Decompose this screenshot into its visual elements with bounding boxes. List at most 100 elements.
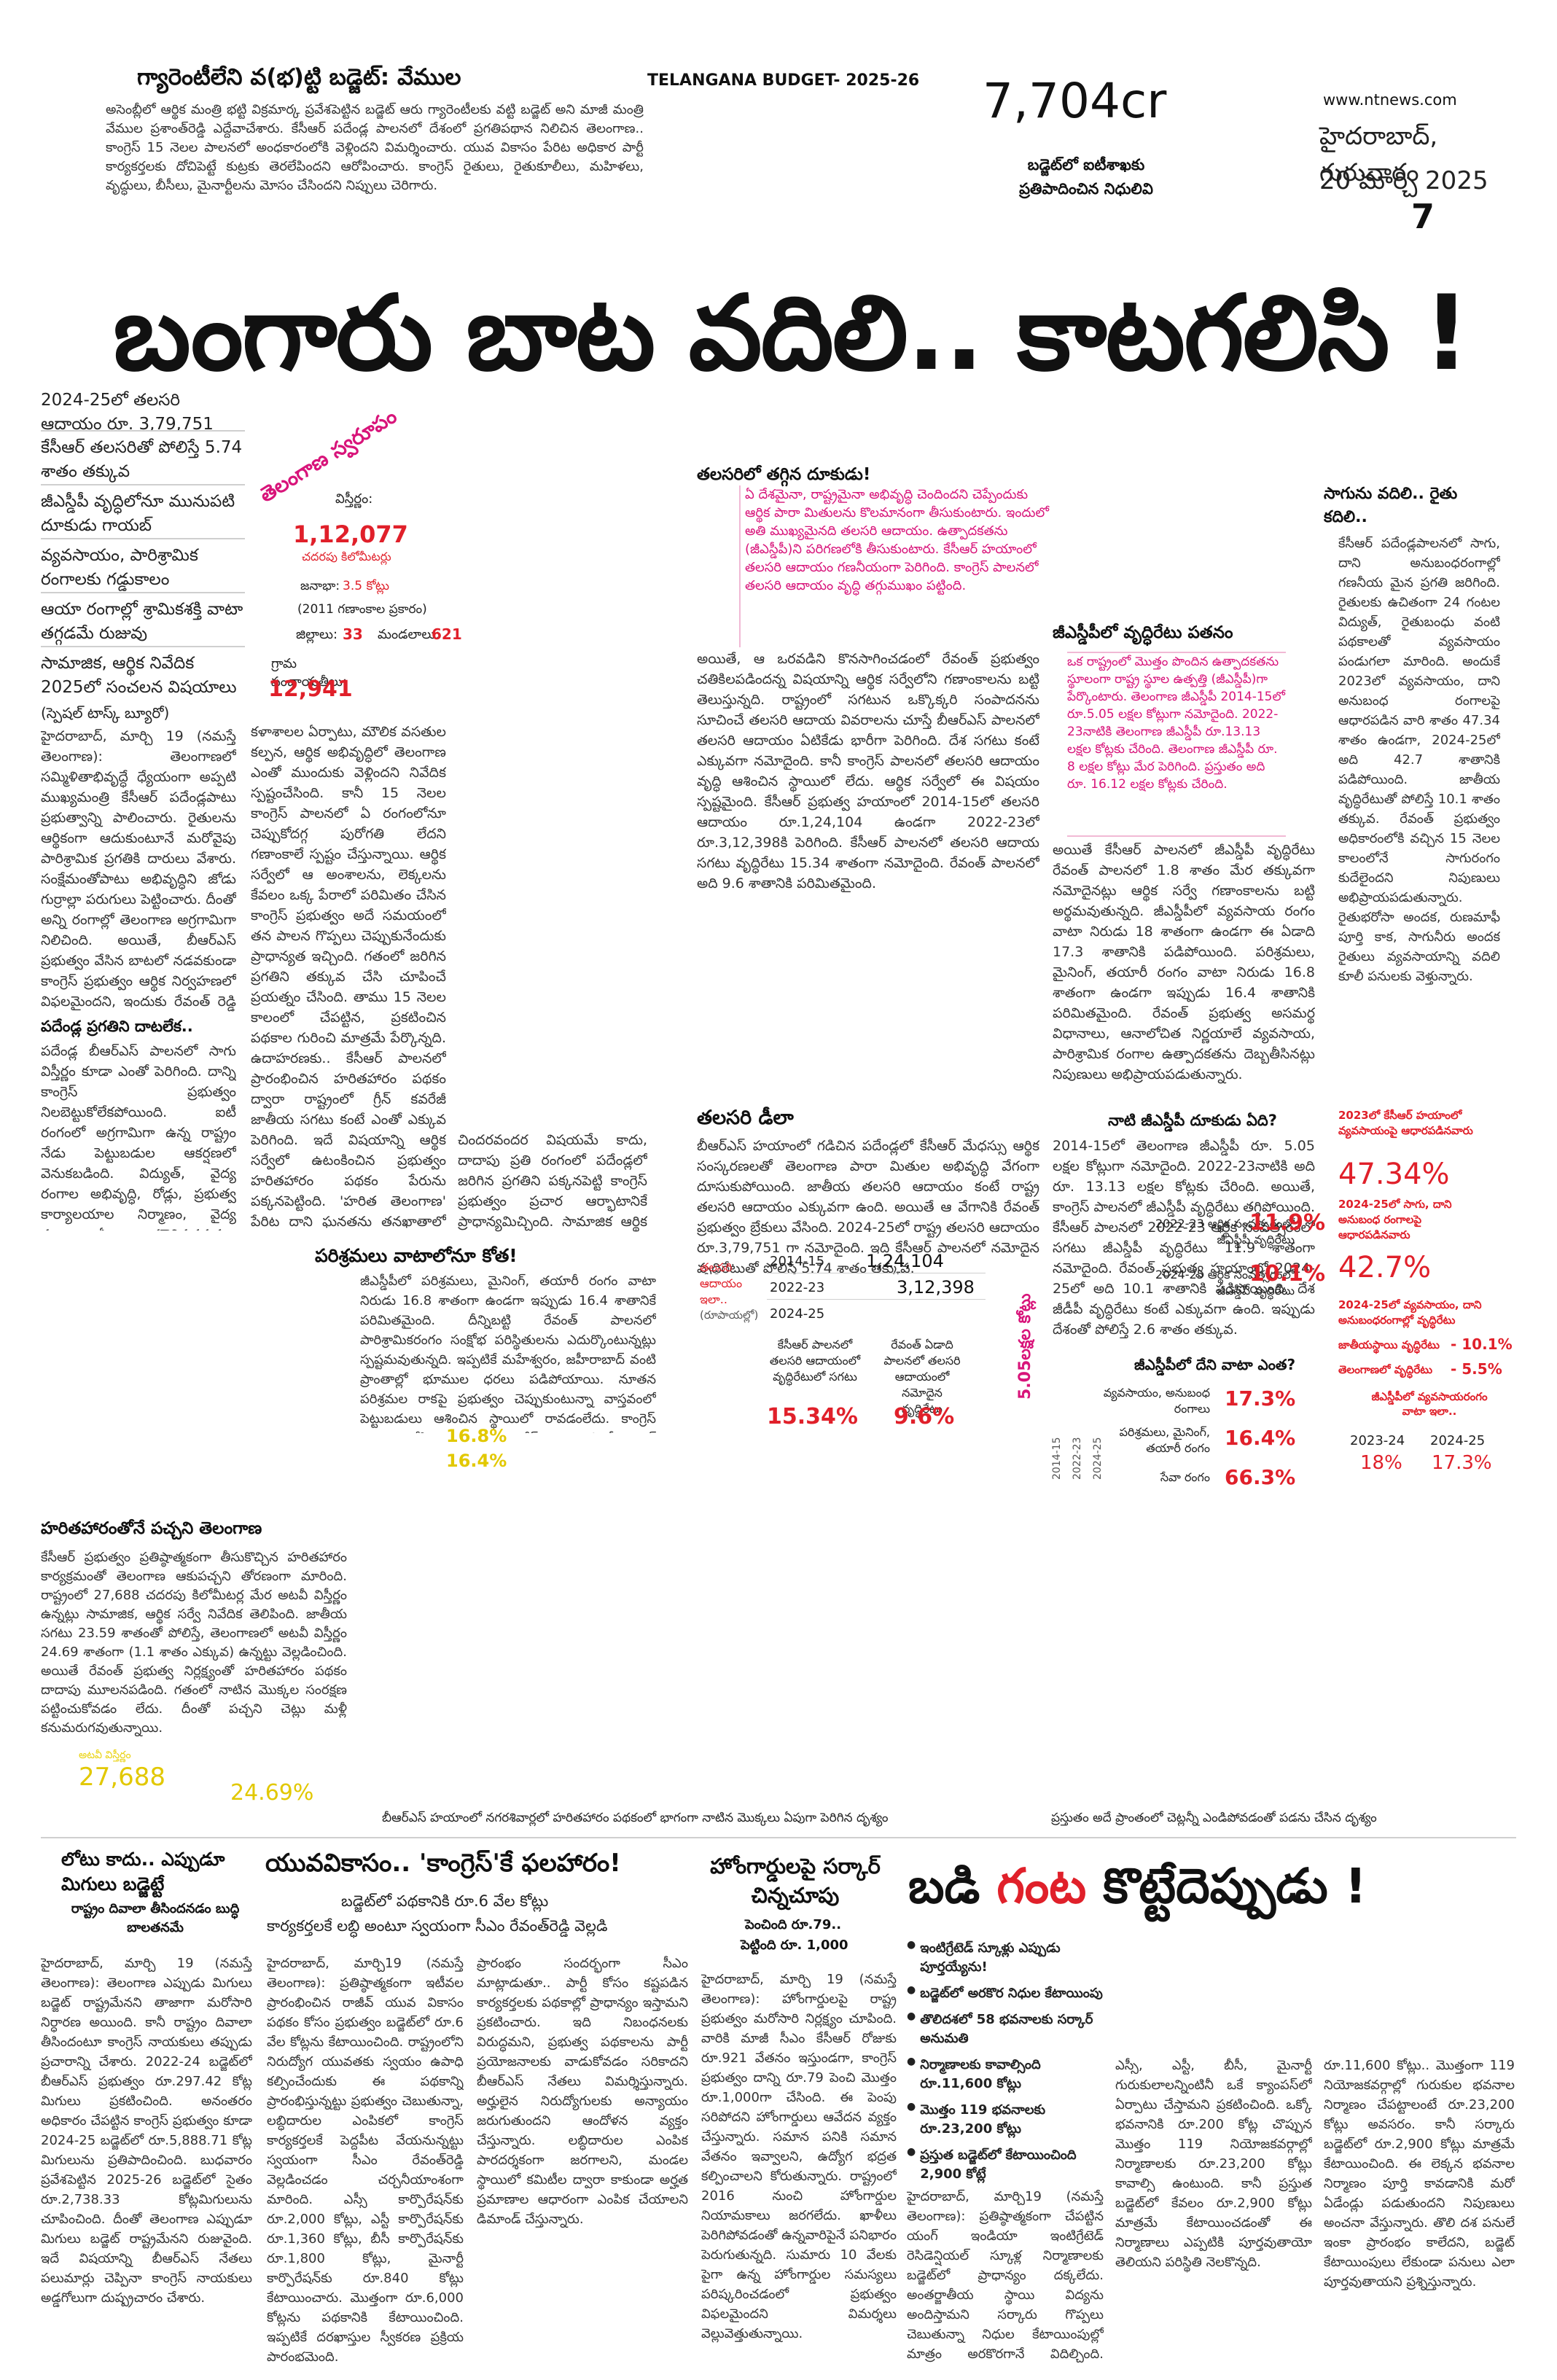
pc-value-0: 1,24,104 xyxy=(866,1251,944,1271)
photo-caption-right: ప్రస్తుతం అదే ప్రాంతంలో చెట్లన్నీ ఎండిపో… xyxy=(1051,1811,1377,1825)
pc-value-1: 3,12,398 xyxy=(897,1277,975,1298)
bottom2-sub1: బడ్జెట్‌లో పథకానికి రూ.6 వేల కోట్లు xyxy=(341,1892,549,1910)
sector-value-0: 17.3% xyxy=(1225,1386,1296,1411)
bullet-item: ● ఇంటిగ్రేటెడ్ స్కూళ్లు ఎప్పుడు పూర్తయ్యే… xyxy=(907,1939,1104,1977)
gsdp-row1-label: 2022-23 ఆర్థిక సంవత్సరంలో జీఎస్డీపీ వృద్… xyxy=(1155,1217,1299,1246)
revanth-pc-value: 9.6% xyxy=(894,1404,955,1429)
industry-body: జీఎస్డీపీలో పరిశ్రమలు, మైనింగ్, తయారీ రం… xyxy=(360,1273,656,1433)
agri-v2: 42.7% xyxy=(1338,1251,1432,1284)
left-body-1: హైదరాబాద్, మార్చి 19 (నమస్తే తెలంగాణ): త… xyxy=(41,728,236,1010)
bottom3-sub2: పెట్టింది రూ. 1,000 xyxy=(741,1938,848,1953)
bullet-text: తొలిదశలో 58 భవనాలకు సర్కార్ అనుమతి xyxy=(920,2012,1093,2046)
sector-label-1: పరిశ్రమలు, మైనింగ్, తయారీ రంగం xyxy=(1119,1425,1214,1455)
bottom3-sub1: పెంచింది రూ.79.. xyxy=(745,1917,842,1932)
bottom2-sub2: కార్యకర్తలకే లబ్ధి అంటూ స్వయంగా సీఎం రేవ… xyxy=(267,1917,608,1935)
revanth-pc-label: రేవంత్ ఏడాది పాలనలో తలసరి ఆదాయంలో నమోదైన… xyxy=(883,1338,964,1416)
green-stat-caption: అటవీ విస్తీర్ణం xyxy=(79,1749,131,1761)
pc-year-2: 2024-25 xyxy=(770,1306,825,1322)
gsdp-bar-year-1: 2022-23 xyxy=(1072,1437,1083,1480)
infographic-title: తెలంగాణ స్వరూపం xyxy=(255,403,402,507)
right-headline: సాగును వదిలి.. రైతు కదిలి.. xyxy=(1324,485,1463,526)
agri-l5: తెలంగాణలో వృద్ధిరేటు xyxy=(1338,1363,1433,1376)
agri-v4: - 10.1% xyxy=(1451,1335,1513,1353)
area-label: విస్తీర్ణం: xyxy=(335,491,373,507)
bottom4-body: హైదరాబాద్, మార్చి19 (నమస్తే తెలంగాణ): ప్… xyxy=(907,2189,1104,2362)
date: 20 మార్చి 2025 xyxy=(1319,166,1488,195)
gsdp-body: అయితే కేసీఆర్ పాలనలో జీఎస్డీపీ వృద్ధిరేట… xyxy=(1053,842,1315,1082)
bottom3-body: హైదరాబాద్, మార్చి 19 (నమస్తే తెలంగాణ): హ… xyxy=(701,1972,897,2341)
left-sub2: జీఎస్డీపీ వృద్ధిలోనూ మునుపటి దూకుడు గాయబ… xyxy=(41,492,235,535)
bottom1-sub: రాష్ట్రం దివాలా తీసిందనడం బుద్ధి బాలతనమే xyxy=(71,1901,244,1935)
population-value: 3.5 కోట్లు xyxy=(343,579,390,593)
bottom1-body: హైదరాబాద్, మార్చి 19 (నమస్తే తెలంగాణ): త… xyxy=(41,1956,252,2306)
bullet-item: ●మొత్తం 119 భవనాలకు రూ.23,200 కోట్లు xyxy=(907,2101,1104,2139)
pc-year-1: 2022-23 xyxy=(770,1280,825,1295)
left-body-2: పదేండ్ల బీఆర్ఎస్ పాలనలో సాగు విస్తీర్ణం … xyxy=(41,1043,236,1230)
green-body: కేసీఆర్ ప్రభుత్వం ప్రతిష్ఠాత్మకంగా తీసుక… xyxy=(41,1550,347,1736)
gsdp-row2-value: 10.1% xyxy=(1249,1261,1326,1287)
per-capita-intro: ఏ దేశమైనా, రాష్ట్రమైనా అభివృద్ధి చెందింద… xyxy=(739,485,1051,647)
kcr-pc-label: కేసీఆర్ పాలనలో తలసరి ఆదాయంలో వృద్ధిరేటుల… xyxy=(769,1338,865,1384)
per-capita-body-2: బీఆర్ఎస్ హయాంలో గడిచిన పదేండ్లలో కేసీఆర్… xyxy=(697,1138,1039,1274)
agri-year-1: 2024-25 xyxy=(1430,1433,1486,1448)
bottom4-body-2: ఎస్సీ, ఎస్టీ, బీసీ, మైనార్టీ గురుకులాలన్… xyxy=(1115,2058,1312,2270)
left-sub4: ఆయా రంగాల్లో శ్రామికశక్తి వాటా తగ్గడమే ర… xyxy=(41,600,243,643)
gsdp-row1-value: 11.9% xyxy=(1249,1210,1326,1236)
bullet-text: ఇంటిగ్రేటెడ్ స్కూళ్లు ఎప్పుడు పూర్తయ్యేన… xyxy=(920,1940,1061,1975)
col2-body: కళాశాలల ఏర్పాటు, మౌలిక వసతుల కల్పన, ఆర్థ… xyxy=(251,724,446,1230)
industry-headline: పరిశ్రమలు వాటాలోనూ కోత! xyxy=(315,1245,518,1266)
industry-stat-1: 16.8% xyxy=(446,1426,507,1446)
bullet-dot-icon: ● xyxy=(907,2056,916,2067)
gsdp-bar-year-0: 2014-15 xyxy=(1051,1437,1063,1480)
mandals-value: 621 xyxy=(432,625,462,643)
bottom4-bullets: ● ఇంటిగ్రేటెడ్ స్కూళ్లు ఎప్పుడు పూర్తయ్యే… xyxy=(907,1939,1104,2191)
districts-label: జిల్లాలు: xyxy=(296,627,338,642)
bullet-item: ●ప్రస్తుత బడ్జెట్‌లో కేటాయించింది 2,900 … xyxy=(907,2146,1104,2184)
gsdp-body-2: 2014-15లో తెలంగాణ జీఎస్డీపీ రూ. 5.05 లక్… xyxy=(1053,1138,1315,1338)
kcr-pc-value: 15.34% xyxy=(767,1404,858,1429)
bullet-item: ●బడ్జెట్‌లో అరకొర నిధుల కేటాయింపు xyxy=(907,1984,1104,2003)
industry-stat-2: 16.4% xyxy=(446,1451,507,1471)
green-stat-2: 24.69% xyxy=(230,1780,314,1806)
bullet-text: ప్రస్తుత బడ్జెట్‌లో కేటాయించింది 2,900 క… xyxy=(920,2147,1077,2182)
districts-value: 33 xyxy=(343,625,363,643)
bottom2-body: హైదరాబాద్, మార్చి19 (నమస్తే తెలంగాణ): ప్… xyxy=(267,1956,464,2362)
top-left-headline: గ్యారెంటీలేని వ(భ)ట్టి బడ్జెట్: వేముల xyxy=(137,64,461,90)
pc-year-0: 2014-15 xyxy=(770,1254,825,1269)
byline: (స్పెషల్ టాస్క్ బ్యూరో) xyxy=(41,704,170,722)
left-sub1: కేసీఆర్ తలసరితో పోలిస్తే 5.74 శాతం తక్కు… xyxy=(41,438,243,481)
bullet-dot-icon: ● xyxy=(907,2101,916,2112)
per-capita-side-unit: (రూపాయల్లో) xyxy=(700,1308,759,1322)
page-number: 7 xyxy=(1411,197,1435,236)
big-number-caption: బడ్జెట్‌లో ఐటీశాఖకు ప్రతిపాదించిన నిధులి… xyxy=(1019,156,1153,198)
bottom3-headline: హోంగార్డులపై సర్కార్ చిన్నచూపు xyxy=(710,1854,888,1908)
bullet-dot-icon: ● xyxy=(907,1939,916,1951)
bottom4-headline: బడి గంట కొట్టేదెప్పుడు ! xyxy=(908,1857,1521,1916)
infographic-box: తెలంగాణ స్వరూపం విస్తీర్ణం: 1,12,077 చదర… xyxy=(255,404,462,713)
bottom4-body-3: రూ.11,600 కోట్లు.. మొత్తంగా 119 నియోజకవర… xyxy=(1324,2058,1515,2290)
mandals-label: మండలాలు: xyxy=(378,627,440,642)
city-day: హైదరాబాద్, గురువారం xyxy=(1319,122,1446,187)
agri-l3: 2024-25లో వ్యవసాయం, దాని అనుబంధరంగాల్లో … xyxy=(1338,1298,1486,1327)
gsdp-subhead: నాటి జీఎస్డీపీ దూకుడు ఏది? xyxy=(1108,1112,1277,1129)
gp-value: 12,941 xyxy=(268,676,353,702)
sector-value-2: 66.3% xyxy=(1225,1465,1296,1489)
bullet-item: ● తొలిదశలో 58 భవనాలకు సర్కార్ అనుమతి xyxy=(907,2010,1104,2048)
bullet-item: ● నిర్మాణాలకు కావాల్సింది రూ.11,600 కోట్ల… xyxy=(907,2056,1104,2094)
agri-l1: 2023లో కేసీఆర్ హయాంలో వ్యవసాయంపై ఆధారపడి… xyxy=(1338,1109,1473,1137)
big-number: 7,704cr xyxy=(983,73,1167,129)
col3-body: చిందరవందర విషయమే కాదు, దాదాపు ప్రతి రంగం… xyxy=(458,1132,647,1230)
gp-label: గ్రామ పంచాయతీలు: xyxy=(271,656,348,690)
bullet-text: నిర్మాణాలకు కావాల్సింది రూ.11,600 కోట్లు xyxy=(920,2057,1041,2091)
area-value: 1,12,077 xyxy=(293,520,408,548)
population-label: జనాభా: xyxy=(300,579,340,593)
census-note: (2011 గణాంకాల ప్రకారం) xyxy=(297,602,427,617)
main-headline: బంగారు బాట వదిలి.. కాటగలిసి ! xyxy=(113,273,1470,394)
agri-l6: జీఎస్డీపీలో వ్యవసాయరంగం వాటా ఇలా.. xyxy=(1371,1390,1491,1418)
sector-value-1: 16.4% xyxy=(1225,1426,1296,1450)
bottom2-body-2: ప్రారంభం సందర్భంగా సీఎం మాట్లాడుతూ.. పార… xyxy=(477,1956,688,2227)
right-body: కేసీఆర్ పదేండ్లపాలనలో సాగు, దాని అనుబంధర… xyxy=(1338,536,1500,984)
bullet-dot-icon: ● xyxy=(907,2010,916,2022)
green-headline: హరితహారంతోనే పచ్చని తెలంగాణ xyxy=(41,1519,262,1538)
website[interactable]: www.ntnews.com xyxy=(1323,91,1457,109)
